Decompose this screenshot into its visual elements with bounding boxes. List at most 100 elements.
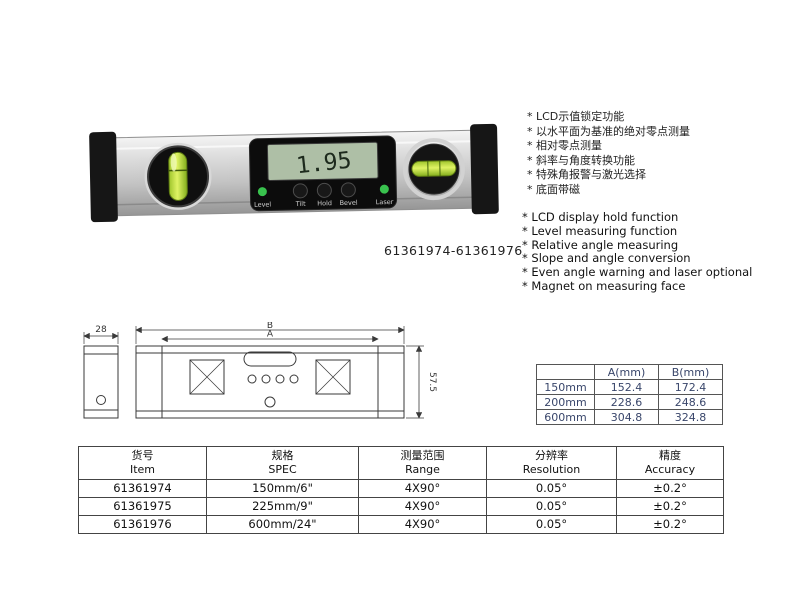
vial-right — [411, 160, 457, 177]
spec-header-item: 货号 Item — [78, 446, 207, 480]
table-row: 61361975 225mm/9" 4X90° 0.05° ±0.2° — [78, 497, 724, 516]
technical-drawing: 28 B A 57.5 — [83, 322, 437, 419]
end-view-outline — [83, 345, 119, 419]
spec-header-spec: 规格 SPEC — [206, 446, 359, 480]
accuracy-value: ±0.2° — [616, 497, 724, 516]
product-code: 61361974-61361976 — [384, 243, 523, 258]
feature-item: * LCD示值锁定功能 — [527, 110, 625, 123]
vial-ring-left — [144, 142, 212, 210]
table-row: 200mm 228.6 248.6 — [536, 394, 723, 410]
button-label-level: Level — [254, 200, 272, 208]
spec-table: 货号 Item 规格 SPEC 测量范围 Range 分辨率 Resolutio… — [78, 446, 724, 534]
header-en: Range — [405, 463, 440, 476]
feature-item: * Even angle warning and laser optional — [522, 265, 753, 280]
bevel-button — [340, 182, 356, 198]
feature-item: * 相对零点测量 — [527, 139, 602, 153]
screw-hole — [264, 396, 276, 408]
header-en: Accuracy — [644, 463, 696, 476]
dim-size: 200mm — [536, 394, 595, 410]
dim-b-value: 248.6 — [658, 394, 723, 410]
header-en: SPEC — [268, 463, 297, 476]
dim-height-label: 57.5 — [427, 372, 437, 392]
lcd-display — [266, 141, 379, 182]
dim-a-label: A — [267, 330, 274, 340]
dim-size: 150mm — [536, 379, 595, 395]
header-cn: 货号 — [131, 449, 154, 462]
table-row: 150mm 152.4 172.4 — [536, 379, 723, 395]
dim-table-header-row: A(mm) B(mm) — [536, 364, 723, 380]
accuracy-value: ±0.2° — [616, 479, 724, 498]
resolution-value: 0.05° — [486, 479, 617, 498]
dim-header-b: B(mm) — [658, 364, 723, 380]
feature-item: * 以水平面为基准的绝对零点测量 — [527, 124, 690, 138]
resolution-value: 0.05° — [486, 515, 617, 534]
laser-led — [379, 184, 389, 194]
button-label-bevel: Bevel — [339, 199, 357, 207]
spec-value: 225mm/9" — [206, 497, 359, 516]
spec-value: 150mm/6" — [206, 479, 359, 498]
dim-b-value: 324.8 — [658, 409, 723, 425]
vial-highlight — [170, 153, 177, 172]
button-drawing — [289, 374, 299, 384]
dim-header-a: A(mm) — [594, 364, 659, 380]
tilt-button — [292, 183, 308, 199]
end-cap-left — [89, 131, 118, 223]
spec-header-range: 测量范围 Range — [358, 446, 487, 480]
resolution-value: 0.05° — [486, 497, 617, 516]
header-en: Resolution — [522, 463, 581, 476]
button-label-laser: Laser — [376, 198, 394, 206]
button-drawing — [261, 374, 271, 384]
feature-item: * Magnet on measuring face — [522, 278, 686, 293]
vial-window-drawing — [189, 359, 225, 395]
vial-ring-right — [402, 138, 465, 201]
header-cn: 测量范围 — [400, 449, 445, 462]
features-english: * LCD display hold function * Level meas… — [522, 210, 753, 294]
feature-item: * Relative angle measuring — [522, 237, 679, 252]
feature-item: * 特殊角报警与激光选择 — [527, 168, 646, 182]
item-number: 61361976 — [78, 515, 207, 534]
dim-a-value: 304.8 — [594, 409, 659, 425]
features-chinese: * LCD示值锁定功能 * 以水平面为基准的绝对零点测量 * 相对零点测量 * … — [527, 110, 690, 198]
dim-header-blank — [536, 364, 595, 380]
range-value: 4X90° — [358, 515, 487, 534]
table-row: 600mm 304.8 324.8 — [536, 409, 723, 425]
lcd-value: 1.95 — [295, 147, 353, 179]
front-view-outline — [135, 345, 405, 419]
header-cn: 规格 — [271, 449, 294, 462]
range-value: 4X90° — [358, 497, 487, 516]
dimension-table: A(mm) B(mm) 150mm 152.4 172.4 200mm 228.… — [536, 364, 723, 425]
feature-item: * Slope and angle conversion — [522, 251, 691, 266]
header-en: Item — [129, 463, 156, 476]
end-cap-right — [470, 123, 499, 215]
dim-a-value: 228.6 — [594, 394, 659, 410]
button-label-tilt: Tilt — [295, 200, 307, 208]
product-photo: 1.95 Level Tilt Hold Bevel Laser — [89, 123, 499, 223]
button-drawing — [275, 374, 285, 384]
dim-width-label: 28 — [95, 325, 107, 335]
accuracy-value: ±0.2° — [616, 515, 724, 534]
header-cn: 精度 — [659, 449, 681, 462]
feature-item: * Level measuring function — [522, 223, 678, 238]
spec-value: 600mm/24" — [206, 515, 359, 534]
button-drawing — [247, 374, 257, 384]
table-row: 61361976 600mm/24" 4X90° 0.05° ±0.2° — [78, 515, 724, 534]
feature-item: * LCD display hold function — [522, 210, 679, 224]
item-number: 61361974 — [78, 479, 207, 498]
spec-header-accuracy: 精度 Accuracy — [616, 446, 724, 480]
feature-item: * 斜率与角度转换功能 — [527, 153, 635, 167]
header-cn: 分辨率 — [535, 449, 568, 462]
feature-item: * 底面带磁 — [527, 182, 580, 196]
button-label-hold: Hold — [317, 199, 332, 207]
range-value: 4X90° — [358, 479, 487, 498]
dim-size: 600mm — [536, 409, 595, 425]
spec-header-resolution: 分辨率 Resolution — [486, 446, 617, 480]
vial-window-drawing — [315, 359, 351, 395]
dim-b-label: B — [267, 322, 273, 331]
level-led — [257, 187, 267, 197]
table-row: 61361974 150mm/6" 4X90° 0.05° ±0.2° — [78, 479, 724, 498]
hold-button — [316, 182, 332, 198]
display-slot — [243, 351, 297, 367]
item-number: 61361975 — [78, 497, 207, 516]
vial-window-cross — [189, 359, 225, 395]
